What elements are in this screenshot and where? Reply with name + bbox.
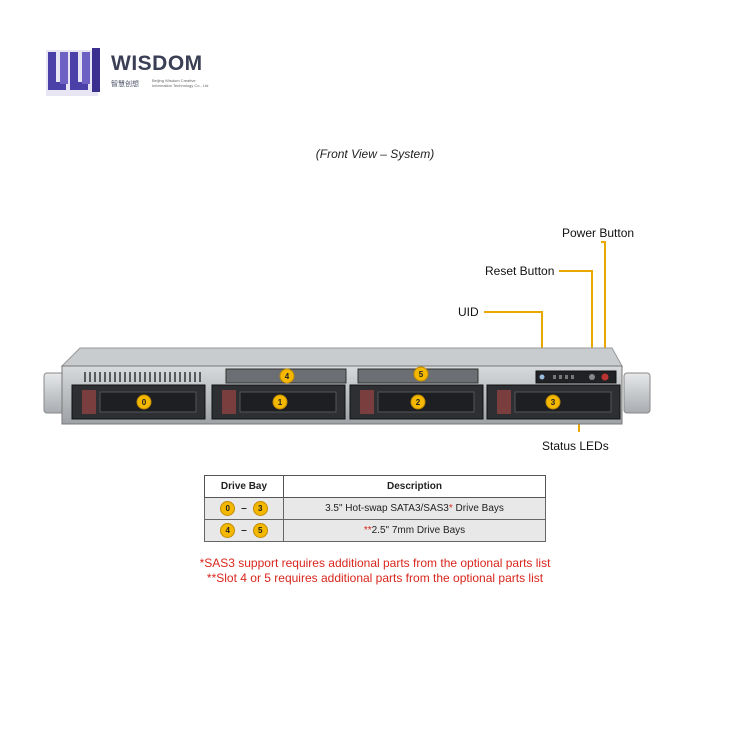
- figure-caption: (Front View – System): [315, 147, 435, 161]
- power-button[interactable]: [600, 372, 610, 382]
- table-row: 4–5 **2.5" 7mm Drive Bays: [204, 519, 546, 542]
- bay-badge: 4: [220, 523, 236, 538]
- table-row: 0–3 3.5" Hot-swap SATA3/SAS3* Drive Bays: [204, 497, 546, 520]
- status-led-array: [553, 375, 574, 379]
- bay-badge-4: 4: [279, 368, 295, 384]
- bay-range-cell: 4–5: [204, 519, 284, 542]
- logo-chinese-name: 智慧创想: [111, 80, 139, 88]
- control-panel: [535, 370, 617, 384]
- svg-text:2: 2: [416, 398, 421, 407]
- header-drive-bay: Drive Bay: [204, 475, 284, 498]
- svg-text:4: 4: [285, 372, 290, 381]
- wisdom-logo-mark: [46, 48, 100, 96]
- range-dash: –: [241, 503, 247, 514]
- svg-text:5: 5: [419, 370, 424, 379]
- range-dash: –: [241, 525, 247, 536]
- uid-label: UID: [458, 305, 479, 319]
- rack-ear-right: [623, 372, 651, 414]
- bay-badge-1: 1: [272, 394, 288, 410]
- description-cell: 3.5" Hot-swap SATA3/SAS3* Drive Bays: [283, 497, 546, 520]
- drive-bay-table: Drive Bay Description 0–3 3.5" Hot-swap …: [204, 475, 546, 542]
- uid-button[interactable]: [539, 374, 545, 380]
- description-cell: **2.5" 7mm Drive Bays: [283, 519, 546, 542]
- logo-wordmark: WISDOM: [111, 52, 203, 75]
- bay-badge-5: 5: [413, 366, 429, 382]
- asterisk-mark: *: [448, 503, 453, 514]
- table-header-row: Drive Bay Description: [204, 475, 546, 498]
- power-button-label: Power Button: [562, 226, 635, 240]
- header-description: Description: [283, 475, 546, 498]
- svg-text:3: 3: [551, 398, 556, 407]
- logo-english-line2: Information Technology Co., Ltd: [152, 83, 209, 88]
- bay-badge-3: 3: [545, 394, 561, 410]
- footnote-slot45: **Slot 4 or 5 requires additional parts …: [206, 571, 544, 585]
- bay-badge-2: 2: [410, 394, 426, 410]
- bay-range-cell: 0–3: [204, 497, 284, 520]
- reset-button-label: Reset Button: [485, 264, 555, 278]
- logo-english-line1: Beijing Wisdom Creative: [152, 78, 196, 83]
- description-text: 3.5" Hot-swap SATA3/SAS3: [325, 503, 449, 514]
- reset-button[interactable]: [589, 374, 595, 380]
- svg-text:0: 0: [142, 398, 147, 407]
- bay-badge: 5: [252, 523, 268, 538]
- bay-badge: 0: [220, 501, 236, 516]
- footnote-sas3: *SAS3 support requires additional parts …: [199, 556, 551, 570]
- status-leds-label: Status LEDs: [542, 439, 609, 453]
- description-text: Drive Bays: [452, 503, 504, 514]
- bay-badge-0: 0: [136, 394, 152, 410]
- double-asterisk-mark: **: [363, 525, 372, 536]
- description-text: 2.5" 7mm Drive Bays: [371, 525, 466, 536]
- svg-text:1: 1: [278, 398, 283, 407]
- bay-badge: 3: [252, 501, 268, 516]
- vent-slots: [84, 372, 201, 382]
- chassis-top: [60, 347, 623, 367]
